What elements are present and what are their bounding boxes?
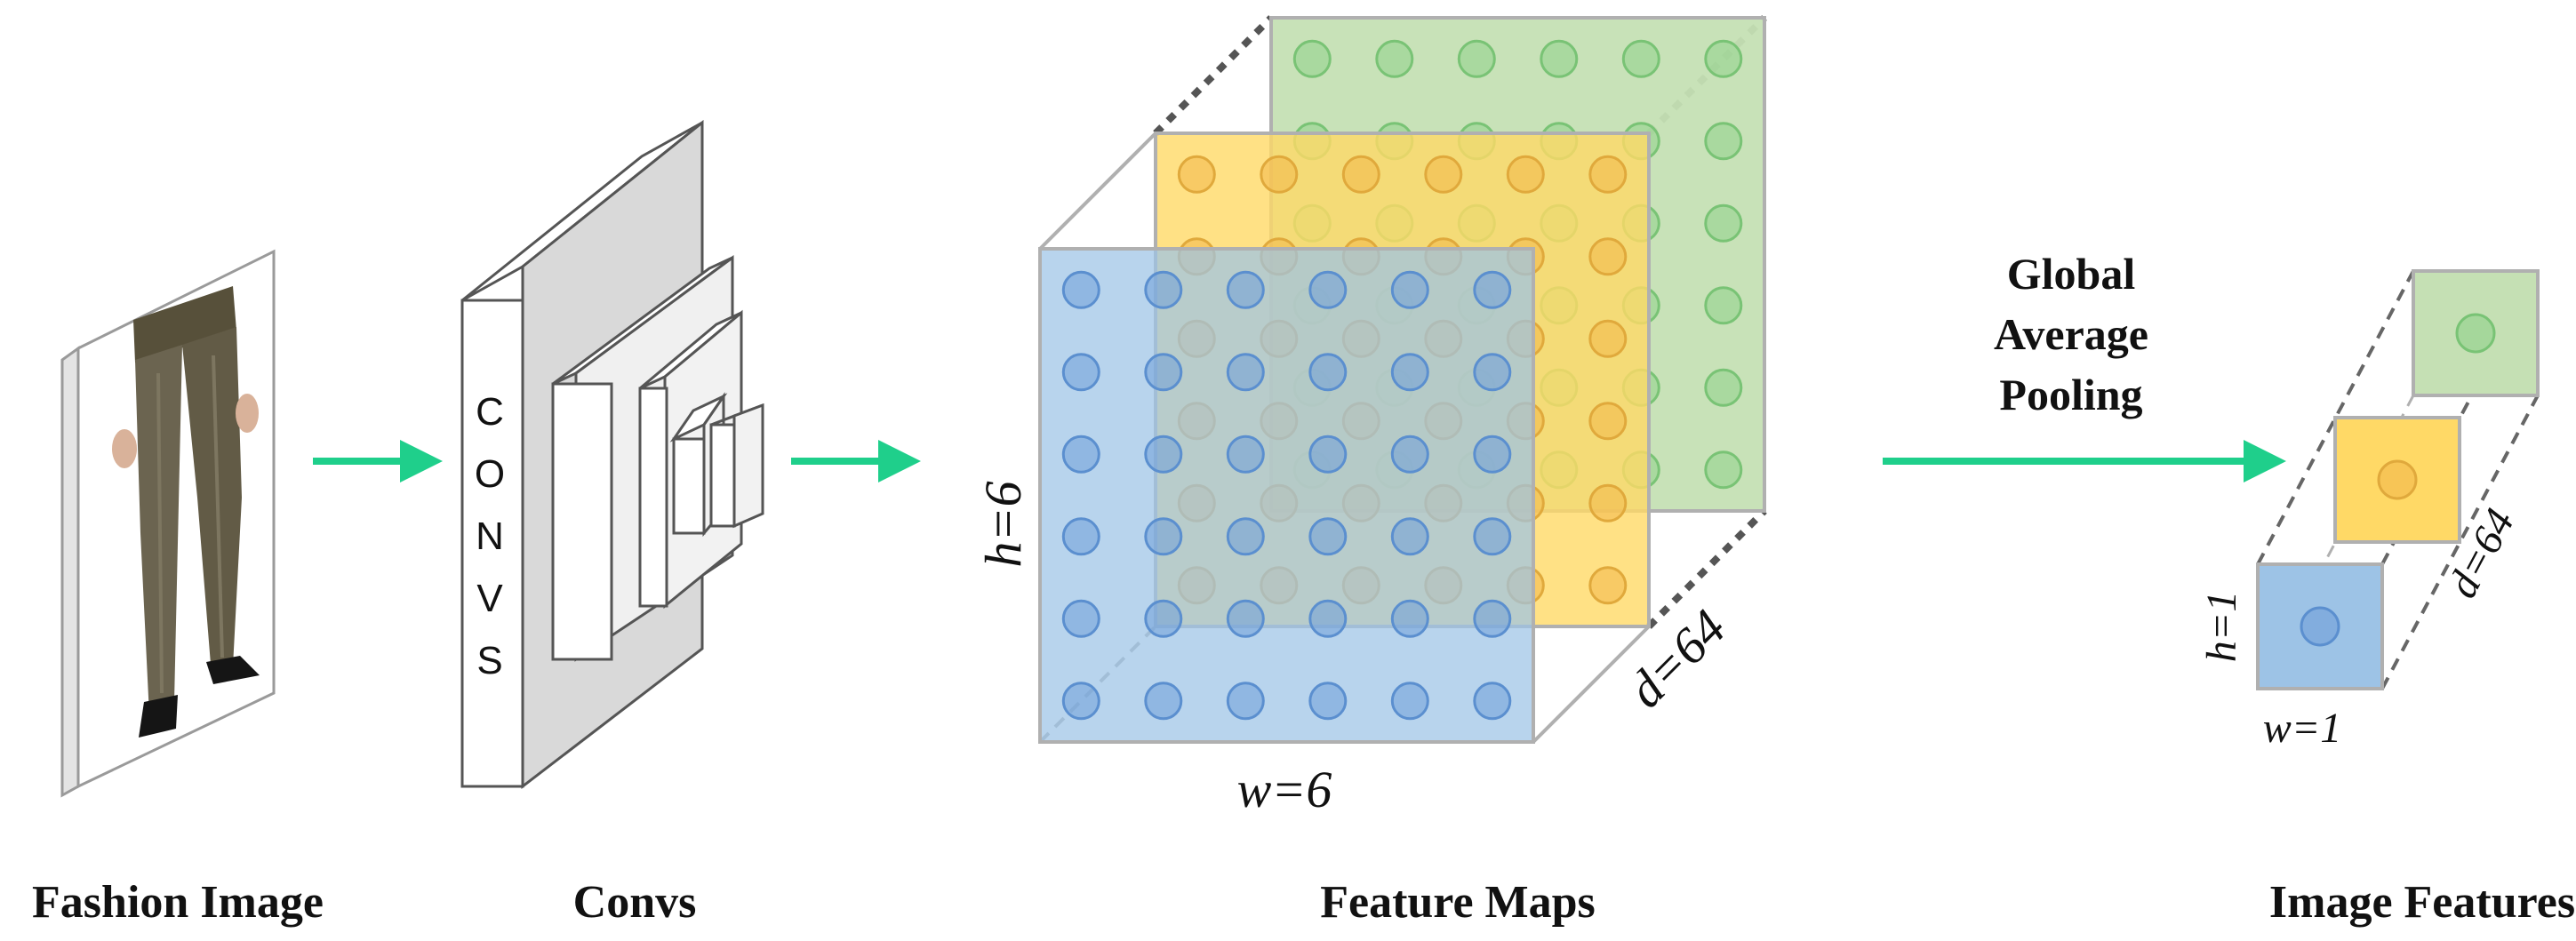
feature-map-dot-yellow: [1588, 319, 1628, 358]
feature-map-dot-blue: [1308, 599, 1348, 638]
feature-map-dot-blue: [1390, 517, 1429, 556]
feature-map-dot-yellow: [1424, 155, 1463, 194]
feature-map-dot-blue: [1390, 270, 1429, 309]
feature-map-dot-green: [1621, 39, 1660, 78]
feature-map-dot-blue: [1226, 353, 1265, 392]
feature-map-dot-green: [1704, 122, 1743, 161]
feature-map-dot-yellow: [1588, 402, 1628, 441]
pooling-label-line-2: Average: [1994, 309, 2148, 359]
image-feature-height-label: h=1: [2198, 591, 2245, 662]
feature-map-dot-blue: [1061, 353, 1100, 392]
feature-map-dot-blue: [1061, 270, 1100, 309]
feature-map-dot-blue: [1144, 517, 1183, 556]
convs-letter-o: O: [475, 452, 505, 496]
pooling-label-line-3: Pooling: [1999, 370, 2142, 419]
pooling-label-line-1: Global: [2007, 249, 2136, 299]
caption-fashion-image: Fashion Image: [32, 877, 324, 928]
feature-map-dot-blue: [1390, 353, 1429, 392]
caption-image-features: Image Features: [2269, 877, 2575, 928]
feature-map-dot-blue: [1144, 599, 1183, 638]
feature-map-dot-blue: [1144, 353, 1183, 392]
feature-map-dot-blue: [1061, 599, 1100, 638]
image-feature-dot-green: [2455, 313, 2496, 354]
feature-map-dot-blue: [1308, 682, 1348, 721]
feature-map-dot-blue: [1473, 435, 1512, 474]
image-feature-cell-green: [2412, 269, 2540, 397]
feature-map-dot-blue: [1390, 682, 1429, 721]
feature-map-dot-green: [1704, 203, 1743, 243]
feature-map-dot-blue: [1061, 435, 1100, 474]
feature-map-dot-blue: [1308, 270, 1348, 309]
convs-letter-n: N: [476, 514, 504, 558]
image-feature-width-label: w=1: [2263, 705, 2341, 752]
image-feature-dot-yellow: [2377, 459, 2418, 500]
feature-map-width-label: w=6: [1237, 761, 1332, 818]
feature-map-dot-blue: [1473, 517, 1512, 556]
feature-map-dot-blue: [1473, 599, 1512, 638]
feature-map-dot-blue: [1226, 599, 1265, 638]
feature-map-dot-blue: [1061, 517, 1100, 556]
feature-map-dot-green: [1540, 39, 1579, 78]
feature-map-dot-blue: [1061, 682, 1100, 721]
feature-map-dot-green: [1704, 39, 1743, 78]
feature-map-dot-blue: [1473, 270, 1512, 309]
feature-map-dot-blue: [1144, 270, 1183, 309]
feature-map-dot-yellow: [1260, 155, 1299, 194]
feature-map-dot-yellow: [1588, 483, 1628, 522]
feature-map-dot-green: [1375, 39, 1414, 78]
fashion-image-photo: [60, 249, 276, 798]
feature-map-dot-blue: [1308, 435, 1348, 474]
feature-map-dot-green: [1704, 286, 1743, 325]
feature-map-dot-yellow: [1506, 155, 1545, 194]
feature-map-dot-yellow: [1341, 155, 1380, 194]
feature-map-dot-blue: [1390, 435, 1429, 474]
image-feature-cell-yellow: [2333, 416, 2461, 544]
image-feature-cell-blue: [2256, 562, 2384, 690]
feature-maps-volume: [1038, 15, 1767, 744]
feature-map-dot-blue: [1226, 517, 1265, 556]
feature-map-dot-blue: [1226, 270, 1265, 309]
feature-map-dot-yellow: [1177, 155, 1216, 194]
feature-map-dot-blue: [1226, 682, 1265, 721]
feature-map-layer-blue: [1038, 247, 1535, 744]
image-feature-dot-blue: [2300, 606, 2340, 647]
feature-map-height-label: h=6: [974, 481, 1032, 567]
trousers-illustration: [112, 286, 260, 738]
feature-map-dot-yellow: [1588, 155, 1628, 194]
feature-map-dot-blue: [1144, 435, 1183, 474]
feature-map-dot-yellow: [1588, 566, 1628, 605]
global-average-pooling-label: Global Average Pooling: [1994, 249, 2148, 419]
feature-map-dot-green: [1704, 368, 1743, 407]
feature-map-dot-blue: [1473, 682, 1512, 721]
image-features-volume: [2256, 269, 2540, 690]
feature-map-dot-blue: [1390, 599, 1429, 638]
feature-map-dot-blue: [1473, 353, 1512, 392]
feature-map-dot-blue: [1144, 682, 1183, 721]
convs-letter-v: V: [476, 577, 503, 620]
convs-letter-s: S: [476, 639, 502, 682]
feature-map-dot-blue: [1308, 353, 1348, 392]
feature-map-dot-yellow: [1588, 237, 1628, 276]
feature-map-dot-blue: [1226, 435, 1265, 474]
feature-map-dot-blue: [1308, 517, 1348, 556]
feature-map-dot-green: [1292, 39, 1332, 78]
feature-map-dot-green: [1457, 39, 1496, 78]
convs-letter-c: C: [476, 390, 504, 434]
convs-block: C O N V S: [460, 119, 764, 790]
caption-convs: Convs: [573, 877, 697, 928]
caption-feature-maps: Feature Maps: [1320, 877, 1596, 928]
feature-map-dot-green: [1704, 451, 1743, 490]
